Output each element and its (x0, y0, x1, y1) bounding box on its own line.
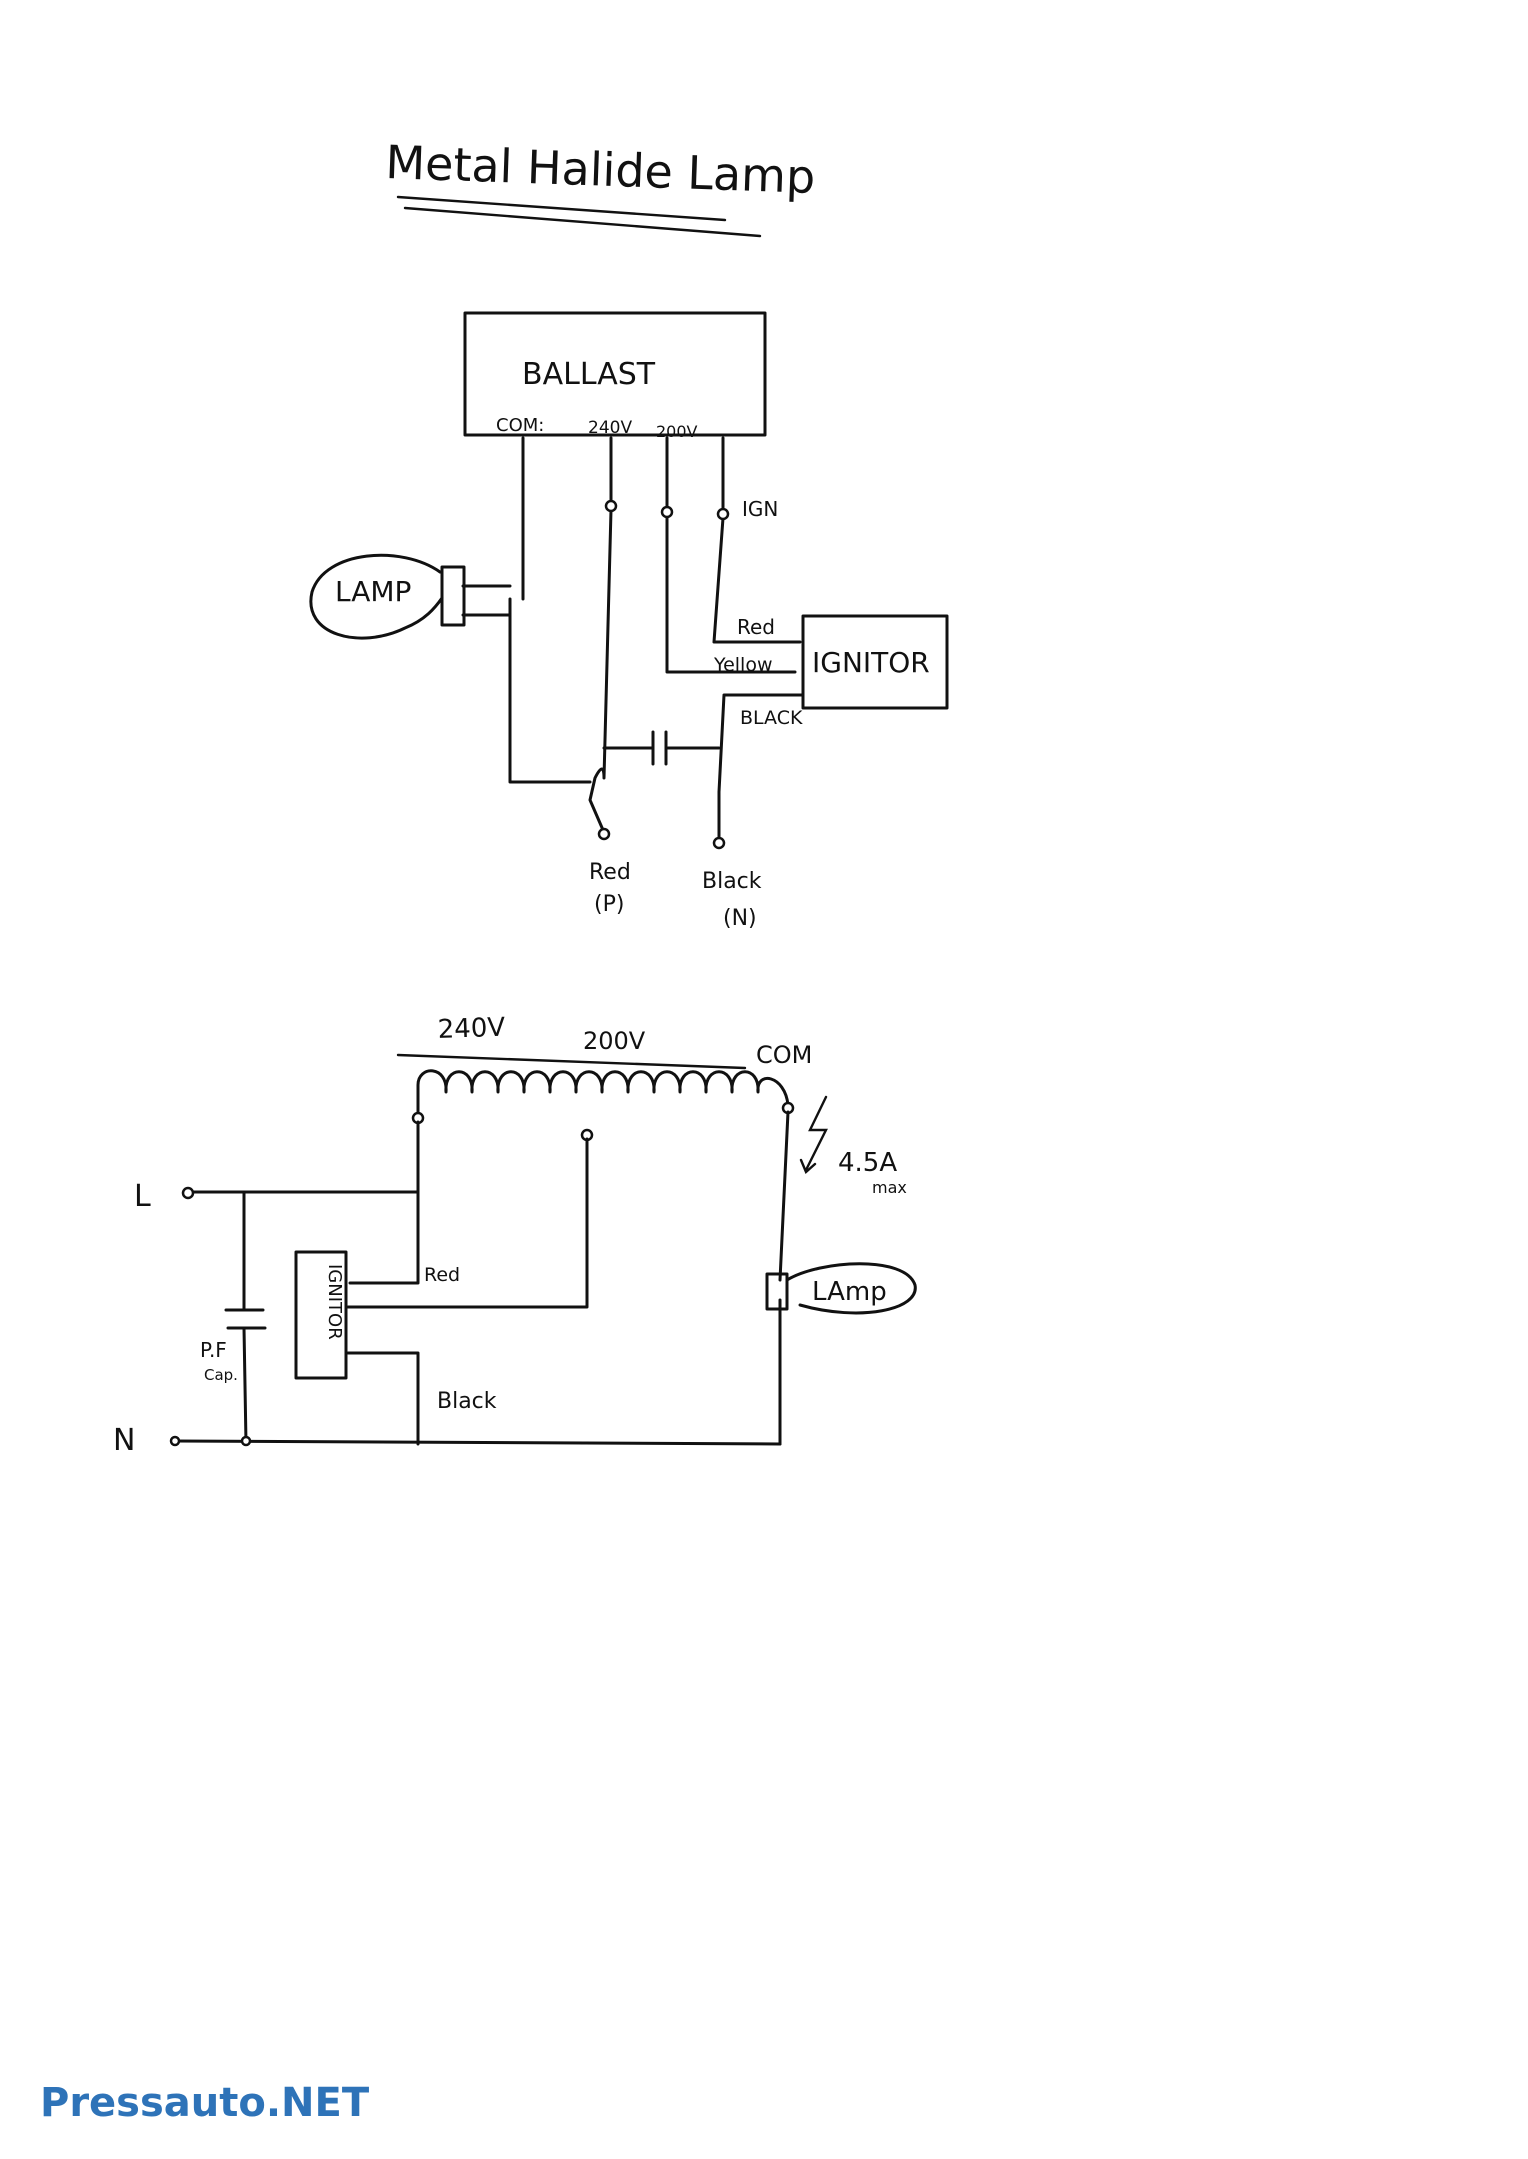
240v-wire (588, 436, 613, 832)
current-arrow (799, 1095, 828, 1175)
lamp-base (440, 565, 466, 627)
neutral-label: N (113, 1423, 135, 1458)
pf-label: P.F (200, 1338, 227, 1362)
200v-wire (665, 436, 797, 674)
tap-200v-label: 200V (583, 1027, 646, 1055)
tap-line (396, 1053, 747, 1070)
node-240v (604, 499, 618, 513)
output-black-sub: (N) (723, 906, 757, 931)
ignitor-wire-yellow-label: Yellow (713, 654, 773, 676)
com-to-lamp-wire (778, 1110, 790, 1446)
title-underline (396, 195, 762, 238)
node-200v (660, 505, 674, 519)
ign-wire (712, 436, 802, 644)
neutral-terminal (169, 1435, 181, 1447)
output-black-label: Black (702, 869, 762, 894)
com-wire (508, 436, 592, 784)
ignitor-box (801, 614, 949, 710)
line-wire (191, 1120, 420, 1285)
black-wire (717, 693, 805, 840)
ign-label: IGN (742, 497, 778, 521)
ballast-terminal-240v: 240V (588, 418, 632, 438)
capacitor-symbol (651, 730, 668, 766)
ballast-label: BALLAST (522, 357, 656, 392)
wiring-diagram-2: 240V 200V COM L N P.F Cap. IGNITOR Red B… (113, 1013, 917, 1458)
tap-240v-label: 240V (437, 1013, 506, 1045)
ignitor-label-2: IGNITOR (324, 1264, 345, 1340)
pf-capacitor-wire (242, 1191, 248, 1445)
ignitor-label: IGNITOR (812, 646, 930, 679)
lamp-feed-wires (461, 584, 512, 617)
neutral-wire (173, 1439, 782, 1446)
tap-com-label: COM (756, 1041, 812, 1069)
current-label: 4.5A (838, 1148, 897, 1178)
ballast-box (463, 311, 767, 437)
ballast-terminal-200v: 200V (656, 422, 698, 441)
line-label: L (134, 1179, 151, 1214)
page-title: Metal Halide Lamp (385, 135, 817, 204)
ignitor-black-wire (346, 1351, 420, 1446)
node-output-red (597, 827, 611, 841)
ignitor-wire-red-label: Red (737, 615, 775, 639)
pf-capacitor-symbol (224, 1308, 267, 1330)
lamp-base-2 (765, 1272, 789, 1311)
watermark: Pressauto.NET (40, 2080, 370, 2126)
wiring-diagram-1: BALLAST COM: 240V 200V IGN LAMP IGNITOR … (309, 311, 949, 931)
black-label: Black (437, 1389, 497, 1414)
ignitor-wire-black-label: BLACK (740, 707, 803, 729)
line-terminal (181, 1186, 195, 1200)
output-red-sub: (P) (594, 892, 624, 917)
lamp-bulb-2 (785, 1262, 917, 1315)
ignitor-box-2 (294, 1250, 348, 1380)
node-output-black (712, 836, 726, 850)
pf-capacitor-node (240, 1435, 252, 1447)
title-group: Metal Halide Lamp (385, 135, 817, 238)
lamp-label-2: LAmp (812, 1277, 887, 1307)
lamp-bulb (309, 553, 444, 640)
output-red-label: Red (589, 860, 631, 885)
pf-sub: Cap. (204, 1366, 238, 1384)
ballast-terminal-com: COM: (496, 415, 544, 436)
ballast-coil (416, 1069, 790, 1117)
red-label: Red (424, 1264, 460, 1286)
current-sub: max (872, 1178, 907, 1197)
node-ign (716, 507, 730, 521)
tap-200v-wire (346, 1137, 589, 1309)
lamp-label: LAMP (335, 575, 411, 608)
